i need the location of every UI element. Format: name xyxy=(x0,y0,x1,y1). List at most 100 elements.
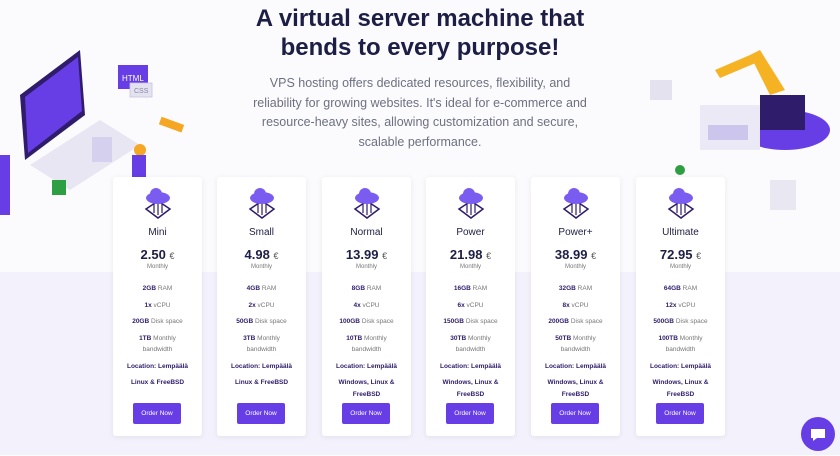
plan-price: 21.98 € xyxy=(426,247,515,262)
feature-list: 16GB RAM 6x vCPU 150GB Disk space 30TB M… xyxy=(426,283,515,405)
cpu-label: vCPU xyxy=(678,301,696,309)
feature-cpu: 1x vCPU xyxy=(113,300,202,312)
currency: € xyxy=(169,251,175,261)
plan-card-power: Power 21.98 € Monthly 16GB RAM 6x vCPU 1… xyxy=(426,177,515,436)
cpu-label: vCPU xyxy=(153,301,171,309)
bandwidth-label: Monthly bandwidth xyxy=(246,334,280,354)
feature-location: Location: Lempäälä xyxy=(126,362,189,370)
cloud-server-icon xyxy=(667,188,695,219)
order-now-button[interactable]: Order Now xyxy=(446,403,494,424)
feature-cpu: 2x vCPU xyxy=(217,300,306,312)
currency: € xyxy=(696,251,702,261)
cpu-value: 8x xyxy=(562,301,570,309)
plan-name: Power xyxy=(456,227,485,238)
feature-location: Location: Lempäälä xyxy=(335,362,398,370)
feature-bandwidth: 10TB Monthly bandwidth xyxy=(322,333,411,356)
feature-ram: 4GB RAM xyxy=(217,283,306,295)
disk-label: Disk space xyxy=(255,318,287,325)
cloud-server-icon xyxy=(144,188,172,219)
feature-bandwidth: 100TB Monthly bandwidth xyxy=(636,333,725,356)
cloud-server-icon xyxy=(562,188,590,219)
chat-bubble-icon xyxy=(811,429,825,441)
feature-list: 64GB RAM 12x vCPU 500GB Disk space 100TB… xyxy=(636,283,725,405)
hero-subtitle: VPS hosting offers dedicated resources, … xyxy=(253,76,587,149)
feature-os: Windows, Linux & FreeBSD xyxy=(547,379,604,398)
feature-location: Location: Lempäälä xyxy=(649,362,712,370)
price-value: 13.99 xyxy=(345,247,379,262)
disk-value: 50GB xyxy=(236,318,254,325)
disk-value: 500GB xyxy=(653,318,674,325)
ram-label: RAM xyxy=(366,285,382,292)
disk-label: Disk space xyxy=(570,318,603,325)
feature-list: 8GB RAM 4x vCPU 100GB Disk space 10TB Mo… xyxy=(322,283,411,405)
order-now-button[interactable]: Order Now xyxy=(342,403,390,424)
bandwidth-value: 30TB xyxy=(450,334,467,342)
order-now-button[interactable]: Order Now xyxy=(656,403,704,424)
ram-label: RAM xyxy=(157,285,173,292)
cpu-value: 4x xyxy=(353,301,361,309)
feature-cpu: 12x vCPU xyxy=(636,300,725,312)
disk-value: 150GB xyxy=(443,318,464,325)
plan-price: 13.99 € xyxy=(322,247,411,262)
plan-name: Mini xyxy=(148,227,167,238)
feature-ram: 2GB RAM xyxy=(113,283,202,295)
disk-value: 200GB xyxy=(548,318,569,325)
currency: € xyxy=(591,251,597,261)
feature-ram: 16GB RAM xyxy=(426,283,515,295)
feature-os: Windows, Linux & FreeBSD xyxy=(338,379,395,398)
plan-price: 4.98 € xyxy=(217,247,306,262)
feature-os: Linux & FreeBSD xyxy=(130,379,185,386)
feature-location: Location: Lempäälä xyxy=(544,362,607,370)
order-now-button[interactable]: Order Now xyxy=(133,403,181,424)
feature-bandwidth: 3TB Monthly bandwidth xyxy=(217,333,306,356)
feature-location: Location: Lempäälä xyxy=(439,362,502,370)
plan-card-power-plus: Power+ 38.99 € Monthly 32GB RAM 8x vCPU … xyxy=(531,177,620,436)
bandwidth-value: 3TB xyxy=(243,334,256,342)
plan-name: Power+ xyxy=(558,227,593,238)
cpu-label: vCPU xyxy=(362,301,380,309)
feature-bandwidth: 50TB Monthly bandwidth xyxy=(531,333,620,356)
ram-value: 16GB xyxy=(453,285,471,292)
disk-label: Disk space xyxy=(151,318,183,325)
title-line-2: bends to every purpose! xyxy=(280,34,560,61)
cpu-label: vCPU xyxy=(571,301,589,309)
plan-name: Normal xyxy=(350,227,383,238)
feature-location: Location: Lempäälä xyxy=(230,362,293,370)
feature-disk: 150GB Disk space xyxy=(426,316,515,328)
feature-ram: 64GB RAM xyxy=(636,283,725,295)
bandwidth-label: Monthly bandwidth xyxy=(142,334,176,354)
plan-name: Ultimate xyxy=(662,227,699,238)
billing-period: Monthly xyxy=(669,264,691,270)
chat-button[interactable] xyxy=(801,417,835,451)
order-now-button[interactable]: Order Now xyxy=(237,403,285,424)
feature-cpu: 6x vCPU xyxy=(426,300,515,312)
plan-price: 2.50 € xyxy=(113,247,202,262)
plan-price: 38.99 € xyxy=(531,247,620,262)
disk-label: Disk space xyxy=(675,318,708,325)
cloud-server-icon xyxy=(457,188,485,219)
price-value: 4.98 xyxy=(244,247,270,262)
plan-card-ultimate: Ultimate 72.95 € Monthly 64GB RAM 12x vC… xyxy=(636,177,725,436)
order-now-button[interactable]: Order Now xyxy=(551,403,599,424)
plan-card-mini: Mini 2.50 € Monthly 2GB RAM 1x vCPU 20GB… xyxy=(113,177,202,436)
bandwidth-value: 50TB xyxy=(555,334,572,342)
feature-os: Windows, Linux & FreeBSD xyxy=(442,379,499,398)
feature-disk: 200GB Disk space xyxy=(531,316,620,328)
css-label: CSS xyxy=(134,88,149,95)
billing-period: Monthly xyxy=(355,264,377,270)
ram-label: RAM xyxy=(261,285,277,292)
feature-bandwidth: 30TB Monthly bandwidth xyxy=(426,333,515,356)
disk-label: Disk space xyxy=(361,318,394,325)
feature-disk: 100GB Disk space xyxy=(322,316,411,328)
cpu-label: vCPU xyxy=(257,301,275,309)
title-line-1: A virtual server machine that xyxy=(255,5,585,32)
billing-period: Monthly xyxy=(146,264,168,270)
ram-label: RAM xyxy=(472,285,488,292)
feature-disk: 50GB Disk space xyxy=(217,316,306,328)
price-value: 38.99 xyxy=(554,247,588,262)
plan-name: Small xyxy=(248,227,274,238)
feature-list: 32GB RAM 8x vCPU 200GB Disk space 50TB M… xyxy=(531,283,620,405)
disk-value: 20GB xyxy=(132,318,150,325)
feature-list: 2GB RAM 1x vCPU 20GB Disk space 1TB Mont… xyxy=(113,283,202,394)
disk-label: Disk space xyxy=(465,318,498,325)
